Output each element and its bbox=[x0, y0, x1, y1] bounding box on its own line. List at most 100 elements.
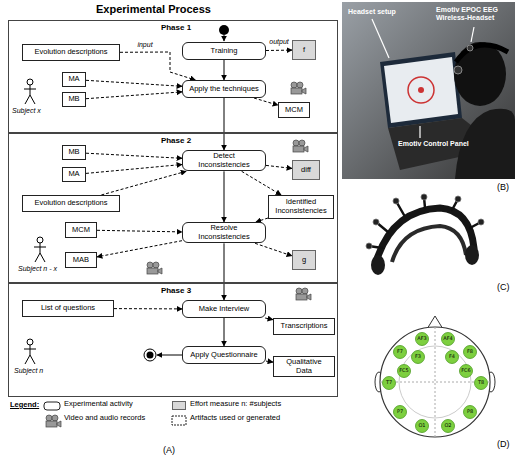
connector bbox=[266, 50, 292, 51]
photo-illustration bbox=[342, 2, 515, 179]
subject-actor bbox=[34, 237, 46, 262]
electrode-label: F4 bbox=[449, 354, 455, 360]
headset-illustration bbox=[421, 194, 427, 200]
artifact-box: MCM bbox=[278, 102, 310, 118]
electrode-map bbox=[416, 420, 429, 433]
connector bbox=[224, 171, 225, 222]
text-label: Subject n bbox=[14, 367, 43, 375]
phase-heading: Phase 1 bbox=[161, 23, 191, 32]
legend-samples bbox=[172, 416, 186, 425]
node-text: Identified Inconsistencies bbox=[273, 198, 329, 215]
photo-illustration bbox=[380, 52, 462, 128]
electrode-label: O2 bbox=[444, 423, 451, 429]
electrode-label: F3 bbox=[415, 354, 421, 360]
subject-actor bbox=[24, 79, 46, 364]
node-text: List of questions bbox=[27, 304, 109, 313]
artifact-box: List of questions bbox=[22, 300, 114, 317]
node-text: Detect Inconsistencies bbox=[187, 152, 261, 169]
diagram-title: Experimental Process bbox=[96, 3, 211, 15]
activity-box: Apply the techniques bbox=[182, 80, 266, 98]
connector bbox=[224, 318, 225, 346]
electrode-label: O1 bbox=[418, 423, 425, 429]
electrode-map bbox=[435, 327, 436, 437]
connector bbox=[101, 171, 186, 195]
edge-label: output bbox=[268, 38, 289, 46]
artifact-box: MAB bbox=[65, 252, 97, 268]
node-text: Resolve Inconsistencies bbox=[187, 224, 261, 241]
connector bbox=[254, 98, 278, 105]
text-label: (D) bbox=[497, 440, 510, 450]
video-icon bbox=[46, 415, 61, 427]
electrode-label: F7 bbox=[397, 349, 403, 355]
text-label: Headset setup bbox=[348, 8, 396, 16]
connector bbox=[86, 153, 182, 158]
electrode-map bbox=[460, 365, 473, 378]
legend-swatch bbox=[172, 401, 186, 410]
electrode-label: AF4 bbox=[443, 336, 452, 342]
electrode-map bbox=[464, 406, 477, 419]
electrode-map bbox=[442, 333, 455, 346]
artifact-box: Qualitative Data bbox=[273, 356, 335, 377]
connector bbox=[86, 92, 182, 99]
node-text: MCM bbox=[70, 226, 92, 235]
photo-illustration bbox=[408, 77, 434, 103]
headset-illustration bbox=[393, 198, 399, 204]
video-icon bbox=[147, 262, 162, 274]
headset-illustration bbox=[465, 245, 479, 265]
electrode-map bbox=[446, 351, 459, 364]
electrode-map bbox=[380, 382, 490, 383]
node-text: Evolution descriptions bbox=[27, 48, 115, 57]
node-text: Training bbox=[187, 47, 261, 56]
flow-markers bbox=[157, 355, 182, 356]
artifact-box: MB bbox=[62, 145, 86, 160]
connector bbox=[255, 243, 292, 256]
node-text: Make Interview bbox=[187, 305, 261, 314]
connector bbox=[265, 318, 273, 320]
legend-samples bbox=[44, 402, 186, 425]
headset-illustration bbox=[392, 226, 466, 262]
effort-measure-box: g bbox=[292, 250, 316, 270]
electrode-label: T7 bbox=[386, 380, 392, 386]
photo-illustration bbox=[471, 27, 474, 42]
subject-actor bbox=[24, 79, 36, 104]
electrode-label: AF3 bbox=[417, 336, 426, 342]
flow-markers bbox=[224, 35, 225, 41]
activity-box: Resolve Inconsistencies bbox=[182, 222, 266, 243]
connector bbox=[114, 308, 182, 309]
node-text: g bbox=[297, 256, 311, 265]
effort-measure-box: diff bbox=[292, 160, 320, 180]
headset-illustration bbox=[373, 219, 379, 225]
electrode-map bbox=[442, 420, 455, 433]
electrode-label: FC6 bbox=[461, 368, 471, 374]
electrode-map bbox=[416, 333, 429, 346]
electrode-map bbox=[394, 346, 407, 359]
artifact-box: Transcriptions bbox=[273, 318, 335, 335]
photo-illustration bbox=[467, 45, 473, 51]
headset-illustration bbox=[366, 194, 484, 249]
electrode-map bbox=[375, 316, 495, 437]
phase-band: Phase 3List of questionsMake InterviewTr… bbox=[8, 283, 338, 397]
connector bbox=[266, 361, 273, 362]
node-text: diff bbox=[297, 166, 315, 175]
video-icon bbox=[293, 140, 308, 152]
text-label: (C) bbox=[497, 283, 510, 293]
node-text: f bbox=[297, 46, 311, 55]
legend-text: Effort measure n: #subjects bbox=[190, 400, 281, 408]
connector bbox=[242, 171, 282, 195]
flow-markers bbox=[219, 25, 229, 35]
headset-illustration bbox=[478, 219, 484, 225]
node-text: MB bbox=[67, 95, 81, 104]
photo-illustration bbox=[418, 87, 424, 93]
text-label: Emotiv Control Panel bbox=[398, 140, 469, 148]
effort-measure-box: f bbox=[292, 40, 316, 60]
photo-illustration bbox=[419, 126, 420, 138]
node-text: Apply Questionnaire bbox=[187, 351, 261, 360]
node-text: Qualitative Data bbox=[278, 358, 330, 375]
electrode-label: P8 bbox=[467, 409, 473, 415]
photo-illustration bbox=[384, 57, 458, 123]
edge-label: input bbox=[136, 41, 153, 49]
connector bbox=[86, 80, 182, 86]
headset-illustration bbox=[455, 196, 461, 202]
electrode-map bbox=[383, 377, 396, 390]
phase-band: Phase 2MBDetect InconsistenciesMAdiffEvo… bbox=[8, 133, 338, 283]
